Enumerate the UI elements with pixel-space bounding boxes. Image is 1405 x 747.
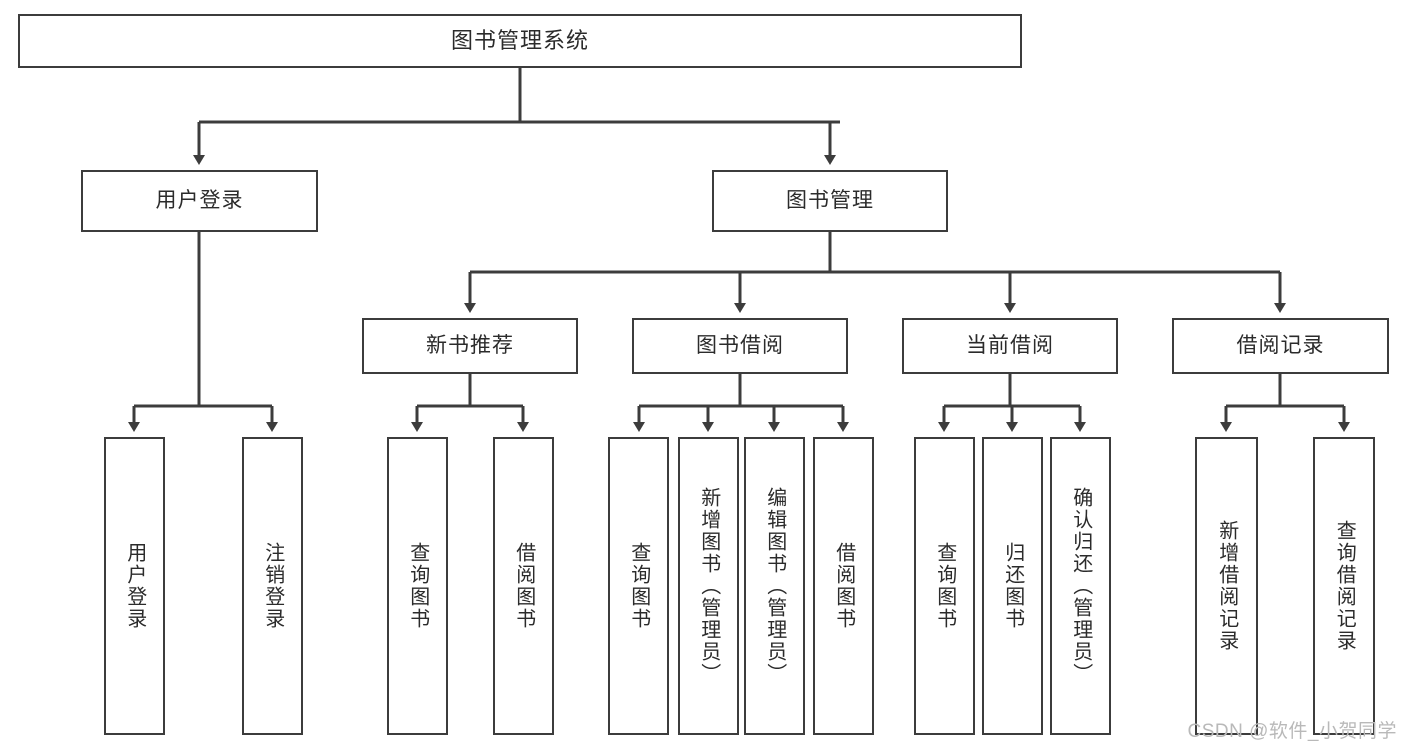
node-label: 图书管理 [786, 189, 874, 213]
node-label: 确认归还（管理员） [1069, 487, 1092, 685]
leaf-current-confirm-return-admin[interactable]: 确认归还（管理员） [1050, 437, 1111, 735]
leaf-records-query-record[interactable]: 查询借阅记录 [1313, 437, 1375, 735]
leaf-current-return-book[interactable]: 归还图书 [982, 437, 1043, 735]
node-label: 借阅记录 [1236, 334, 1325, 358]
node-label: 查询图书 [933, 542, 956, 630]
node-new-book-recommend[interactable]: 新书推荐 [362, 318, 578, 374]
node-label: 借阅图书 [832, 542, 855, 630]
node-label: 新增图书（管理员） [697, 487, 720, 685]
node-label: 查询图书 [406, 542, 429, 630]
leaf-records-add-record[interactable]: 新增借阅记录 [1195, 437, 1258, 735]
node-label: 图书借阅 [696, 334, 784, 358]
node-current-borrow[interactable]: 当前借阅 [902, 318, 1118, 374]
node-label: 新增借阅记录 [1215, 520, 1238, 652]
node-user-login[interactable]: 用户登录 [81, 170, 318, 232]
node-label: 注销登录 [261, 542, 284, 630]
leaf-current-query-book[interactable]: 查询图书 [914, 437, 975, 735]
node-label: 归还图书 [1001, 542, 1024, 630]
node-root-library-system[interactable]: 图书管理系统 [18, 14, 1022, 68]
node-borrow-records[interactable]: 借阅记录 [1172, 318, 1389, 374]
node-book-borrow[interactable]: 图书借阅 [632, 318, 848, 374]
node-label: 用户登录 [123, 542, 146, 630]
csdn-watermark: CSDN @软件_小贺同学 [1187, 721, 1397, 742]
leaf-borrow-add-book-admin[interactable]: 新增图书（管理员） [678, 437, 739, 735]
leaf-recommend-query-book[interactable]: 查询图书 [387, 437, 448, 735]
node-label: 当前借阅 [966, 334, 1054, 358]
node-label: 查询借阅记录 [1333, 520, 1356, 652]
node-label: 编辑图书（管理员） [763, 487, 786, 685]
leaf-user-login-signin[interactable]: 用户登录 [104, 437, 165, 735]
node-label: 新书推荐 [426, 334, 514, 358]
leaf-recommend-borrow-book[interactable]: 借阅图书 [493, 437, 554, 735]
leaf-borrow-borrow-book[interactable]: 借阅图书 [813, 437, 874, 735]
node-label: 用户登录 [155, 189, 244, 213]
node-label: 查询图书 [627, 542, 650, 630]
node-book-management[interactable]: 图书管理 [712, 170, 948, 232]
node-label: 借阅图书 [512, 542, 535, 630]
leaf-borrow-query-book[interactable]: 查询图书 [608, 437, 669, 735]
node-label: 图书管理系统 [450, 27, 589, 53]
leaf-borrow-edit-book-admin[interactable]: 编辑图书（管理员） [744, 437, 805, 735]
leaf-user-login-signout[interactable]: 注销登录 [242, 437, 303, 735]
